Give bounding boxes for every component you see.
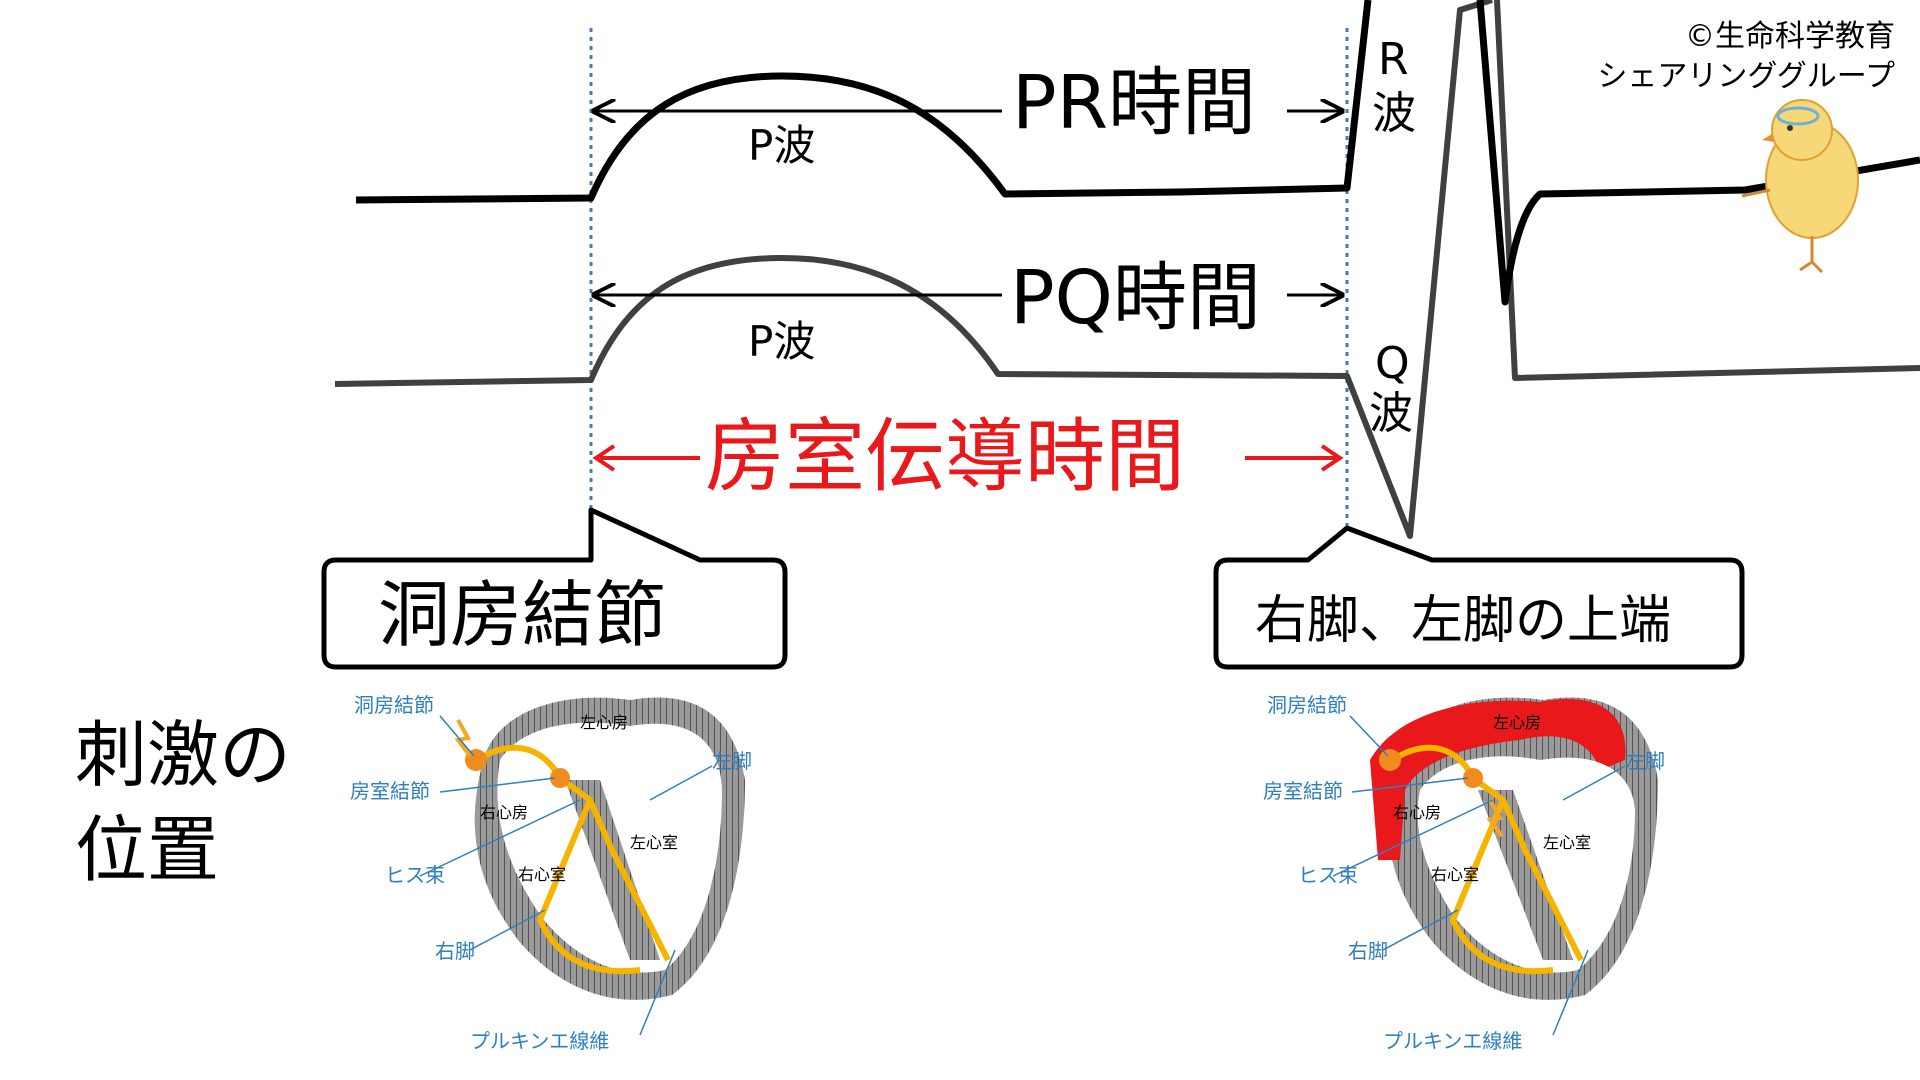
stimulus-label-line2: 位置 [75, 808, 219, 892]
label-right-ventricle-left: 右心室 [518, 865, 566, 884]
stimulus-label-line1: 刺激の [75, 713, 291, 797]
label-left-ventricle-left: 左心室 [630, 833, 678, 852]
label-purkinje-left: プルキンエ線維 [470, 1029, 609, 1053]
label-left-bundle-left: 左脚 [712, 749, 752, 773]
conduction-path-left [473, 744, 671, 975]
atria-red-right [1370, 699, 1626, 860]
q-wave-label-1: Q [1375, 338, 1410, 389]
sa-node-right [1379, 749, 1401, 771]
label-sa-node-left: 洞房結節 [354, 693, 434, 717]
label-sa-node-right: 洞房結節 [1267, 693, 1347, 717]
spark-icon-right [1486, 799, 1504, 838]
callout-sa-node [321, 507, 788, 670]
ecg-trace-lower [334, 0, 1493, 539]
label-right-atrium-left: 右心房 [480, 803, 528, 822]
p-wave-label-upper: P波 [748, 121, 815, 170]
label-left-atrium-left: 左心房 [580, 713, 628, 732]
label-right-bundle-right: 右脚 [1348, 939, 1388, 963]
pq-interval-label: PQ時間 [1010, 255, 1261, 341]
av-conduction-label: 房室伝導時間 [705, 410, 1185, 503]
av-node-left [550, 768, 570, 788]
label-av-node-right: 房室結節 [1263, 779, 1343, 803]
septum-left [565, 780, 660, 960]
q-wave-label-2: 波 [1369, 388, 1413, 439]
label-right-bundle-left: 右脚 [435, 939, 475, 963]
label-left-bundle-right: 左脚 [1625, 749, 1665, 773]
ecg-trace-upper [355, 0, 1372, 204]
label-right-ventricle-right: 右心室 [1431, 865, 1479, 884]
conduction-path-right [1388, 744, 1584, 975]
heart-diagram-left: 洞房結節 房室結節 ヒス束 右脚 プルキンエ線維 左脚 左心房 右心房 左心室 … [350, 693, 752, 1053]
spark-icon-left [454, 719, 472, 758]
av-arrowhead-left [592, 444, 616, 472]
label-left-atrium-right: 左心房 [1493, 713, 1541, 732]
r-wave-label-2: 波 [1372, 88, 1416, 139]
heart-diagram-right: 洞房結節 房室結節 ヒス束 右脚 プルキンエ線維 左脚 左心房 右心房 左心室 … [1263, 693, 1665, 1053]
callout-bundle-branch-text: 右脚、左脚の上端 [1255, 591, 1671, 651]
p-wave-label-lower: P波 [748, 317, 815, 366]
label-av-node-left: 房室結節 [350, 779, 430, 803]
label-left-ventricle-right: 左心室 [1543, 833, 1591, 852]
callout-bundle-branch [1213, 525, 1745, 670]
callout-sa-node-text: 洞房結節 [378, 573, 666, 657]
copyright-line2: シェアリンググループ [1597, 59, 1895, 94]
label-purkinje-right: プルキンエ線維 [1383, 1029, 1522, 1053]
av-arrowhead-right [1320, 444, 1344, 472]
label-his-bundle-right: ヒス束 [1298, 863, 1358, 887]
ecg-trace-tail-gray [1494, 0, 1920, 381]
copyright-line1: ©生命科学教育 [1685, 19, 1895, 54]
r-wave-label-1: R [1378, 34, 1409, 85]
label-right-atrium-right: 右心房 [1393, 803, 1441, 822]
av-node-right [1463, 768, 1483, 788]
ecg-trace-tail-black [1476, 0, 1920, 306]
label-his-bundle-left: ヒス束 [385, 863, 445, 887]
chick-mascot [1741, 99, 1859, 274]
pr-interval-label: PR時間 [1012, 60, 1256, 146]
